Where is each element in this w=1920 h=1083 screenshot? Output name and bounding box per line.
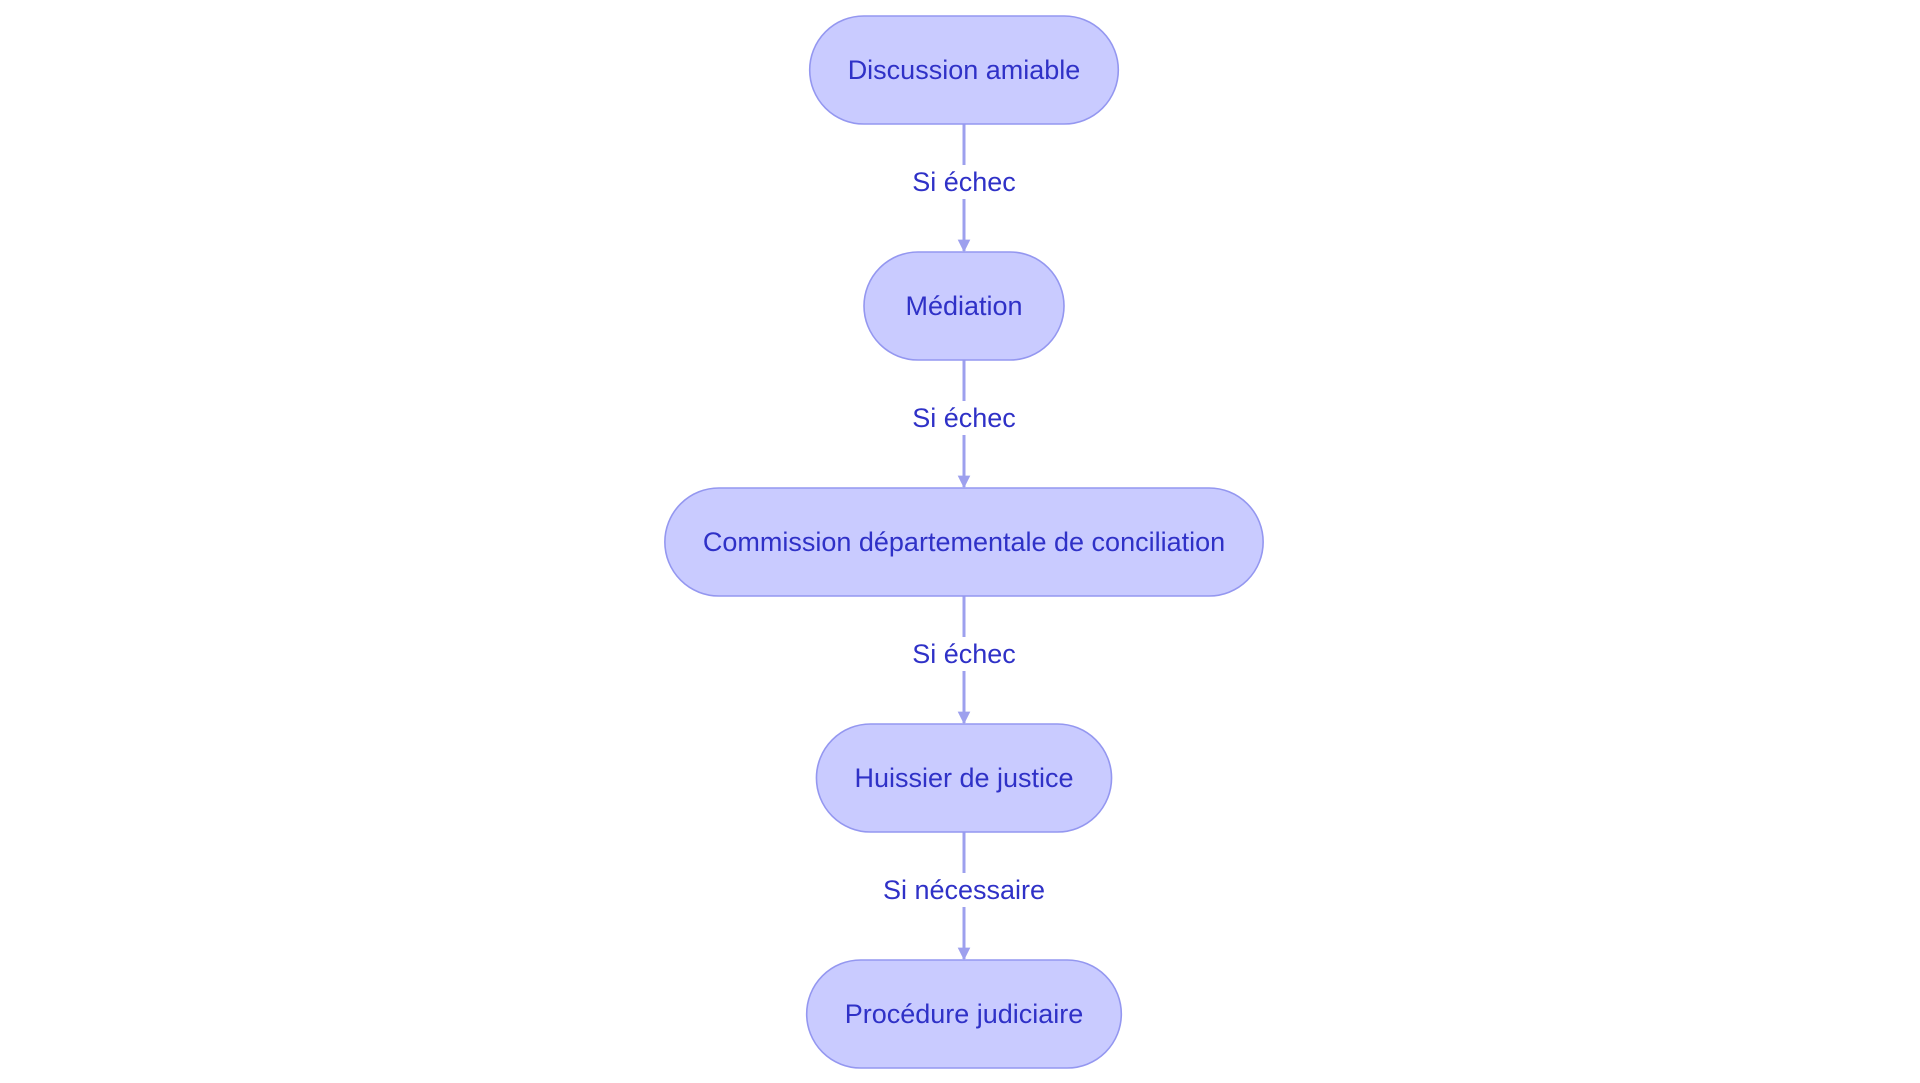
node-label: Discussion amiable [848,55,1081,85]
node-label: Commission départementale de conciliatio… [703,527,1225,557]
node-huissier: Huissier de justice [815,723,1113,833]
node-label: Huissier de justice [854,763,1073,793]
node-procedure: Procédure judiciaire [805,959,1123,1069]
node-commission: Commission départementale de conciliatio… [664,487,1264,597]
edge-label: Si échec [912,167,1016,197]
edge-mediation-to-commission: Si échec [908,360,1020,489]
edge-label: Si nécessaire [883,875,1045,905]
node-shape [863,251,1065,361]
edge-label-background [908,401,1020,435]
edge-huissier-to-procedure: Si nécessaire [878,832,1050,961]
node-mediation: Médiation [863,251,1065,361]
edge-label: Si échec [912,639,1016,669]
node-shape [815,723,1113,833]
node-shape [808,15,1120,125]
edge-commission-to-huissier: Si échec [908,596,1020,725]
edge-label-background [908,165,1020,199]
edge-label-background [878,873,1050,907]
node-shape [805,959,1123,1069]
node-label: Médiation [905,291,1022,321]
edge-discussion-to-mediation: Si échec [908,124,1020,253]
node-shape [664,487,1264,597]
edge-label-background [908,637,1020,671]
node-label: Procédure judiciaire [845,999,1084,1029]
edge-label: Si échec [912,403,1016,433]
edges-layer: Si échec Si échec Si échec Si nécessaire [878,124,1050,961]
node-discussion: Discussion amiable [808,15,1120,125]
